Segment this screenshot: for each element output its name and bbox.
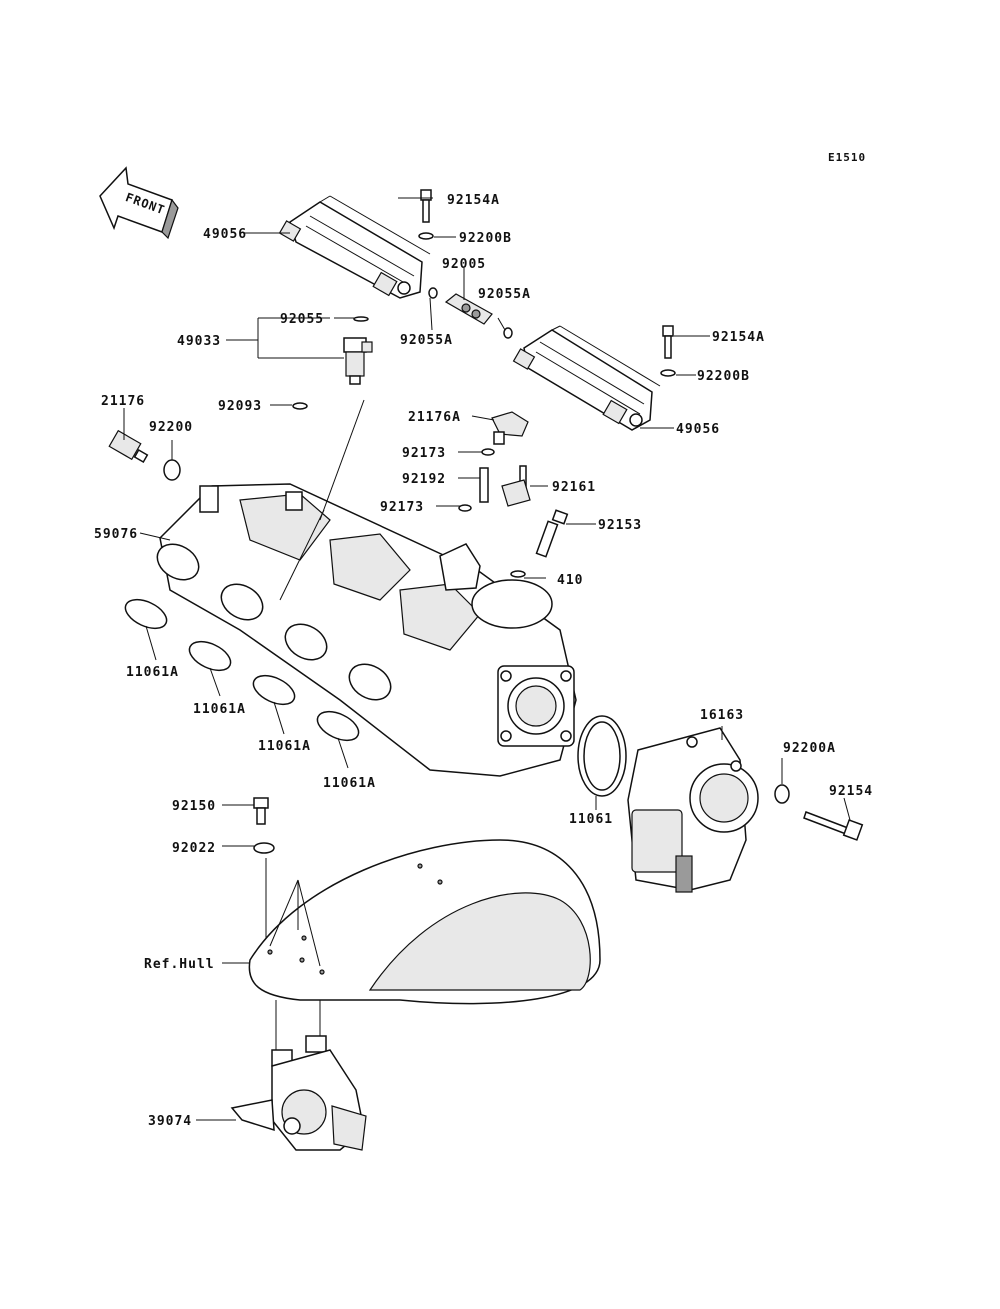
- actuator-39074: [230, 1035, 367, 1151]
- fuel-rail-left: [278, 201, 423, 299]
- bolt-92154A-right: [662, 325, 674, 359]
- oring-92055A-right: [503, 327, 513, 339]
- intake-manifold-59076: [156, 483, 577, 777]
- callout-39074: 39074: [148, 1114, 192, 1129]
- callout-21176: 21176: [101, 394, 145, 409]
- gasket-92200: [163, 459, 181, 481]
- callout-49056-right: 49056: [676, 422, 720, 437]
- callout-92150: 92150: [172, 799, 216, 814]
- callout-11061A-4: 11061A: [323, 776, 376, 791]
- callout-92200B-right: 92200B: [697, 369, 750, 384]
- injector-49033: [343, 316, 373, 385]
- collar-92192: [479, 467, 489, 503]
- callout-92005: 92005: [442, 257, 486, 272]
- sensor-21176: [108, 429, 149, 463]
- bolt-92154: [803, 811, 864, 841]
- leader-lines: [123, 197, 851, 1121]
- callout-92153: 92153: [598, 518, 642, 533]
- callout-92154A-right: 92154A: [712, 330, 765, 345]
- callout-16163: 16163: [700, 708, 744, 723]
- washer-92022: [253, 842, 275, 854]
- gasket-11061A-2: [188, 640, 232, 672]
- oring-92173-top: [481, 448, 495, 456]
- oring-92093: [292, 402, 308, 410]
- gasket-11061A-4: [316, 710, 360, 742]
- callout-11061: 11061: [569, 812, 613, 827]
- washer-92200A: [774, 784, 790, 804]
- oring-92173-bottom: [458, 504, 472, 512]
- oring-92055A-left: [428, 287, 438, 299]
- bolt-92161: [501, 465, 531, 507]
- callout-92173-top: 92173: [402, 446, 446, 461]
- callout-92055A-right: 92055A: [478, 287, 531, 302]
- gasket-11061A-3: [252, 674, 296, 706]
- joint-92005: [444, 293, 493, 325]
- callout-92055: 92055: [280, 312, 324, 327]
- callout-11061A-2: 11061A: [193, 702, 246, 717]
- callout-11061A-3: 11061A: [258, 739, 311, 754]
- callout-ref-hull: Ref.Hull: [144, 957, 215, 972]
- callout-92154A-top: 92154A: [447, 193, 500, 208]
- gasket-11061A-1: [124, 598, 168, 630]
- callout-49056-left: 49056: [203, 227, 247, 242]
- washer-92200B-right: [660, 369, 676, 377]
- callout-49033: 49033: [177, 334, 221, 349]
- gasket-11061-inner: [583, 721, 621, 791]
- callout-92161: 92161: [552, 480, 596, 495]
- callout-59076: 59076: [94, 527, 138, 542]
- callout-92192: 92192: [402, 472, 446, 487]
- washer-410: [510, 570, 526, 578]
- callout-410: 410: [557, 573, 583, 588]
- diagram-code: E1510: [828, 151, 866, 164]
- callout-92200A: 92200A: [783, 741, 836, 756]
- callout-21176A: 21176A: [408, 410, 461, 425]
- bolt-92153: [535, 509, 569, 558]
- callout-92055A-left: 92055A: [400, 333, 453, 348]
- callout-92200: 92200: [149, 420, 193, 435]
- washer-92200B-top: [418, 232, 434, 240]
- fuel-rail-right: [512, 329, 653, 431]
- throttle-body-16163: [627, 727, 759, 893]
- bolt-92154A-top: [420, 189, 432, 223]
- callout-92093: 92093: [218, 399, 262, 414]
- bolt-92150: [253, 797, 269, 825]
- callout-92022: 92022: [172, 841, 216, 856]
- hull-reference: [248, 839, 601, 1005]
- callout-92154: 92154: [829, 784, 873, 799]
- front-arrow-icon: FRONT: [99, 166, 179, 240]
- callout-92200B-top: 92200B: [459, 231, 512, 246]
- callout-92173-bottom: 92173: [380, 500, 424, 515]
- sensor-21176A: [491, 411, 529, 445]
- callout-11061A-1: 11061A: [126, 665, 179, 680]
